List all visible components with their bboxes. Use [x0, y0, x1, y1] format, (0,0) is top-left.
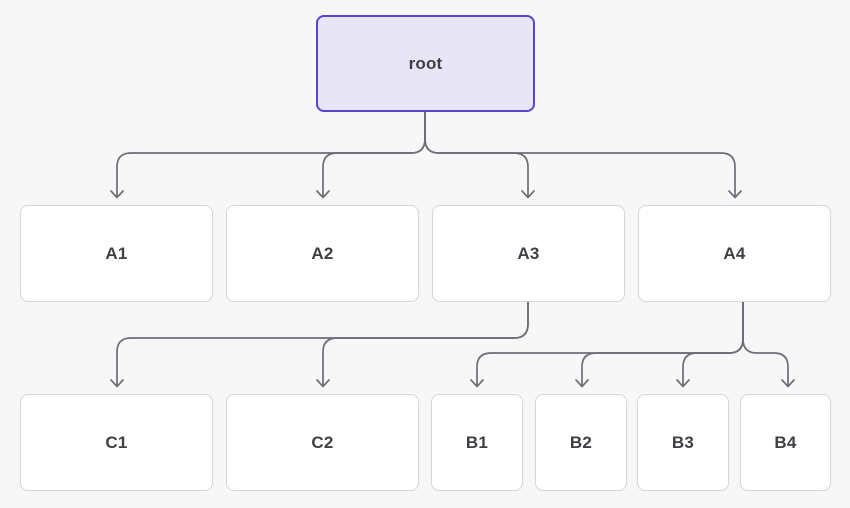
- edge-root-a1: [110, 111, 426, 199]
- node-root[interactable]: root: [316, 15, 535, 112]
- node-c1[interactable]: C1: [20, 394, 213, 491]
- node-c2-label: C2: [311, 432, 334, 452]
- node-b2-label: B2: [569, 432, 593, 452]
- node-b4[interactable]: B4: [740, 394, 831, 491]
- node-a4-label: A4: [723, 243, 746, 263]
- node-b1-label: B1: [465, 432, 489, 452]
- edge-a4-b2: [575, 301, 744, 388]
- edge-a3-c2: [316, 301, 529, 388]
- node-a2-label: A2: [311, 243, 334, 263]
- node-a1[interactable]: A1: [20, 205, 213, 302]
- node-b2[interactable]: B2: [535, 394, 627, 491]
- edge-root-a2: [316, 111, 426, 199]
- node-root-label: root: [408, 53, 443, 73]
- node-b3-label: B3: [671, 432, 695, 452]
- edge-root-a3: [424, 111, 535, 199]
- edge-a4-b1: [470, 301, 744, 388]
- edge-root-a4: [424, 111, 742, 199]
- node-a4[interactable]: A4: [638, 205, 831, 302]
- node-a3[interactable]: A3: [432, 205, 625, 302]
- node-b1[interactable]: B1: [431, 394, 523, 491]
- edge-a4-b3: [676, 301, 744, 388]
- node-c1-label: C1: [105, 432, 128, 452]
- node-b4-label: B4: [774, 432, 797, 452]
- node-b3[interactable]: B3: [637, 394, 729, 491]
- node-a3-label: A3: [517, 243, 540, 263]
- edge-a3-c1: [110, 301, 529, 388]
- edge-a4-b4: [742, 301, 795, 388]
- node-c2[interactable]: C2: [226, 394, 419, 491]
- node-a1-label: A1: [105, 243, 128, 263]
- node-a2[interactable]: A2: [226, 205, 419, 302]
